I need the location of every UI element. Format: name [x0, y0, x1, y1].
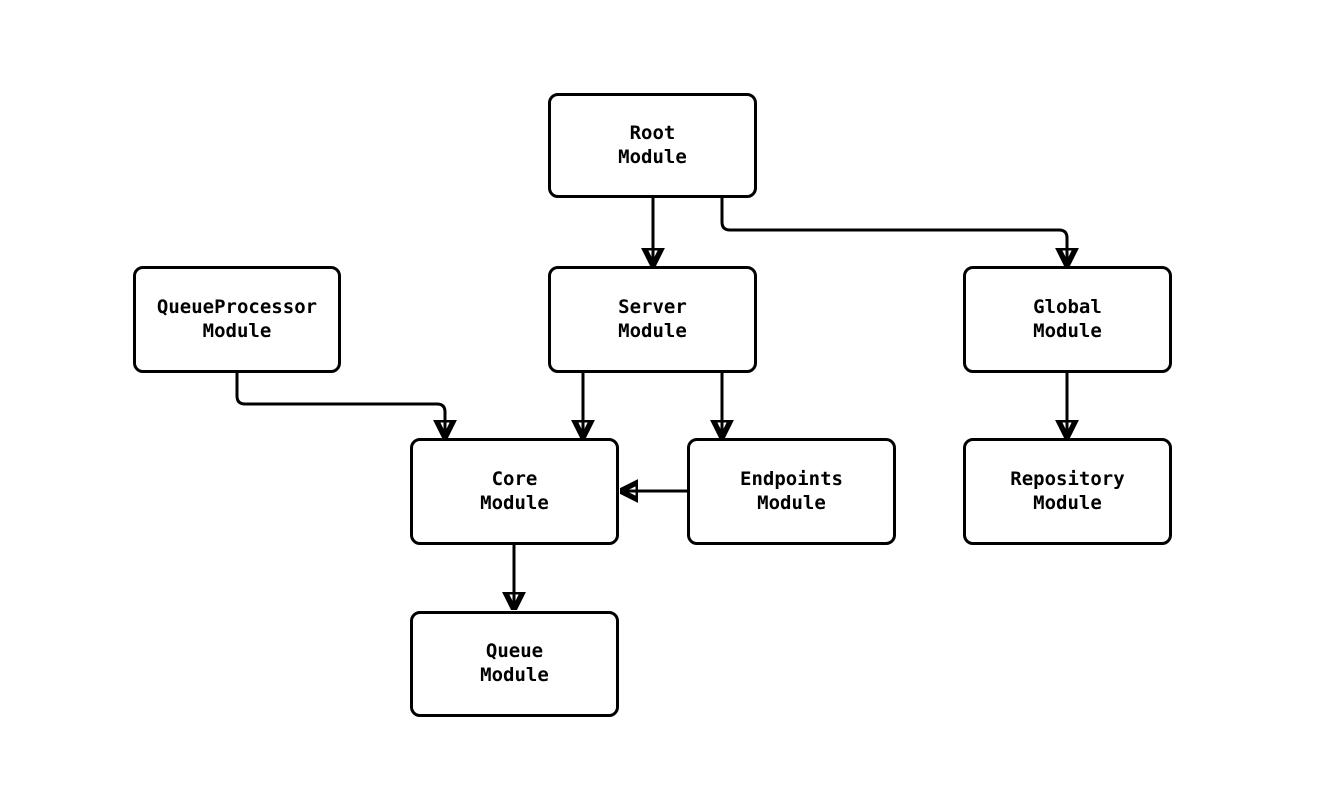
- edge-root-to-global: [720, 198, 1067, 264]
- node-queue-module: Queue Module: [410, 611, 619, 717]
- node-core-module-label: Core Module: [480, 467, 549, 514]
- node-repository-module-label: Repository Module: [1010, 467, 1125, 514]
- node-server-module-label: Server Module: [618, 295, 687, 342]
- node-root-module: Root Module: [548, 93, 757, 198]
- node-server-module: Server Module: [548, 266, 757, 373]
- node-repository-module: Repository Module: [963, 438, 1172, 545]
- node-queueprocessor-module: QueueProcessor Module: [133, 266, 341, 373]
- node-root-module-label: Root Module: [618, 121, 687, 168]
- edge-queueprocessor-to-core: [235, 373, 445, 436]
- node-global-module: Global Module: [963, 266, 1172, 373]
- node-endpoints-module-label: Endpoints Module: [740, 467, 843, 514]
- node-endpoints-module: Endpoints Module: [687, 438, 896, 545]
- node-global-module-label: Global Module: [1033, 295, 1102, 342]
- node-queue-module-label: Queue Module: [480, 640, 549, 686]
- node-queueprocessor-module-label: QueueProcessor Module: [156, 295, 318, 342]
- node-core-module: Core Module: [410, 438, 619, 545]
